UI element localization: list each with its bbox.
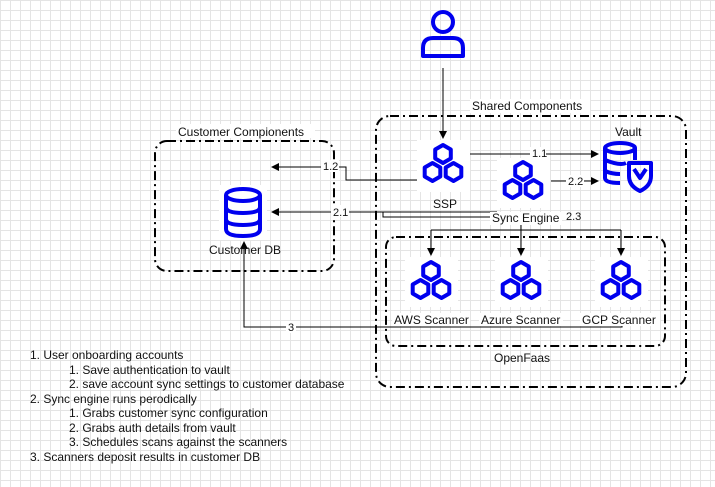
edge-label-1-2: 1.2: [323, 161, 338, 173]
customer-db-node[interactable]: Customer DB: [209, 185, 281, 257]
shared-components-label: Shared Components: [472, 99, 582, 113]
aws-scanner-label: AWS Scanner: [394, 313, 469, 327]
shared-components-group: [375, 115, 687, 388]
gcp-scanner-label: GCP Scanner: [582, 313, 656, 327]
note-item: 3. Scanners deposit results in customer …: [30, 449, 261, 464]
note-item: 2. Grabs auth details from vault: [69, 420, 236, 435]
aws-scanner-node[interactable]: AWS Scanner: [392, 257, 470, 327]
customer-db-label: Customer DB: [209, 243, 281, 257]
note-item: 2. Sync engine runs perodically: [30, 391, 197, 406]
edge-label-2-1: 2.1: [333, 207, 348, 219]
edge-label-2-3: 2.3: [566, 211, 581, 223]
note-item: 2. save account sync settings to custome…: [69, 377, 345, 391]
edge-label-2-2: 2.2: [568, 176, 583, 188]
ssp-node[interactable]: SSP: [417, 140, 470, 211]
sync-engine-node[interactable]: Sync Engine: [490, 158, 562, 225]
process-notes: 1. User onboarding accounts 1. Save auth…: [30, 348, 344, 464]
openfaas-label: OpenFaas: [494, 351, 550, 365]
edge-ssp-to-customer-db: [271, 163, 417, 181]
vault-label: Vault: [615, 125, 642, 139]
edge-sync-to-aws: [431, 229, 621, 255]
edge-label-1-1: 1.1: [532, 148, 547, 160]
customer-components-label: Customer Compionents: [178, 125, 304, 139]
note-item: 3. Schedules scans against the scanners: [69, 435, 288, 449]
gcp-scanner-node[interactable]: GCP Scanner: [580, 257, 660, 327]
sync-engine-label: Sync Engine: [492, 211, 560, 225]
openfaas-group: [385, 236, 666, 347]
note-item: 1. User onboarding accounts: [30, 348, 184, 362]
database-shield-icon: [603, 141, 653, 193]
user-icon: [421, 10, 465, 58]
note-item: 1. Save authentication to vault: [69, 362, 230, 377]
edge-label-3: 3: [288, 322, 294, 334]
database-icon: [224, 187, 262, 239]
azure-scanner-node[interactable]: Azure Scanner: [479, 257, 563, 327]
note-item: 1. Grabs customer sync configuration: [69, 406, 268, 420]
vault-node[interactable]: Vault: [603, 125, 653, 193]
azure-scanner-label: Azure Scanner: [481, 313, 560, 327]
ssp-label: SSP: [433, 197, 457, 211]
